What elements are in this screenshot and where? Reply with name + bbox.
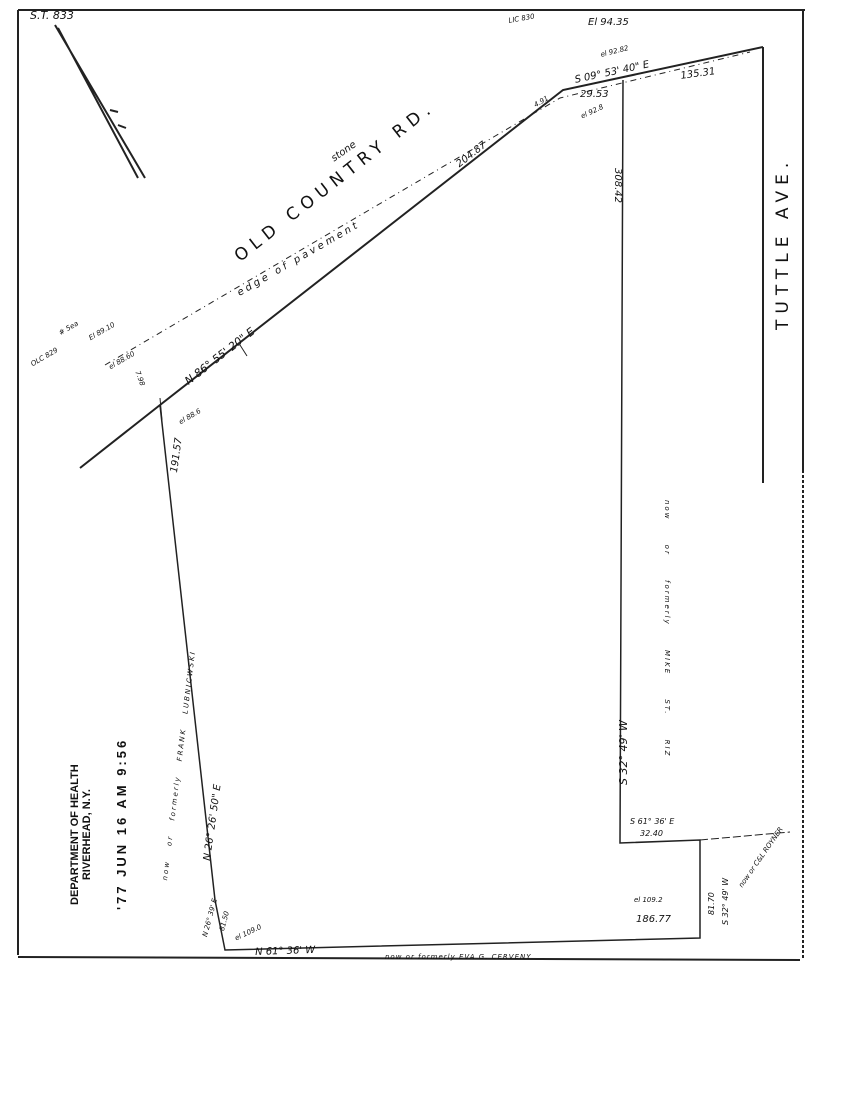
elev-top: El 94.35 <box>588 17 629 28</box>
course-bearing-7: S 32° 49' W <box>721 877 730 925</box>
adjoiner-east: now or formerly MIKE ST. RIZ <box>663 500 671 758</box>
adjoiner-south: now or formerly EVA G. CERVENY <box>385 953 532 961</box>
course-bearing-5: S 32° 49' W <box>617 720 630 785</box>
course-distance-4: 308.42 <box>612 168 623 203</box>
course-distance-2: 29.53 <box>580 89 609 100</box>
stamp-line-1: DEPARTMENT OF HEALTH <box>69 764 81 905</box>
road-line <box>79 46 764 469</box>
road-label-tuttle: TUTTLE AVE. <box>773 156 793 330</box>
tick-marks <box>159 344 248 421</box>
edge-of-pavement-line <box>104 51 751 366</box>
course-distance-7: 81.70 <box>707 892 716 915</box>
stamp-line-2: RIVERHEAD, N.Y. <box>80 789 93 881</box>
course-bearing-8: N 61° 36' W <box>254 944 316 958</box>
health-dept-stamp: DEPARTMENT OF HEALTH RIVERHEAD, N.Y. <box>69 764 93 905</box>
sheet-frame <box>17 9 805 961</box>
sheet-id: S.T. 833 <box>30 9 74 22</box>
property-boundary <box>159 79 701 951</box>
course-bearing-6: S 61° 36' E <box>630 817 675 826</box>
elev-1092: el 109.2 <box>634 896 663 904</box>
adjoiner-line <box>699 831 791 841</box>
course-distance-8: 186.77 <box>636 914 671 925</box>
north-arrow <box>54 24 146 179</box>
stamp-date: '77 JUN 16 AM 9:56 <box>114 737 129 910</box>
course-distance-6: 32.40 <box>640 829 663 838</box>
